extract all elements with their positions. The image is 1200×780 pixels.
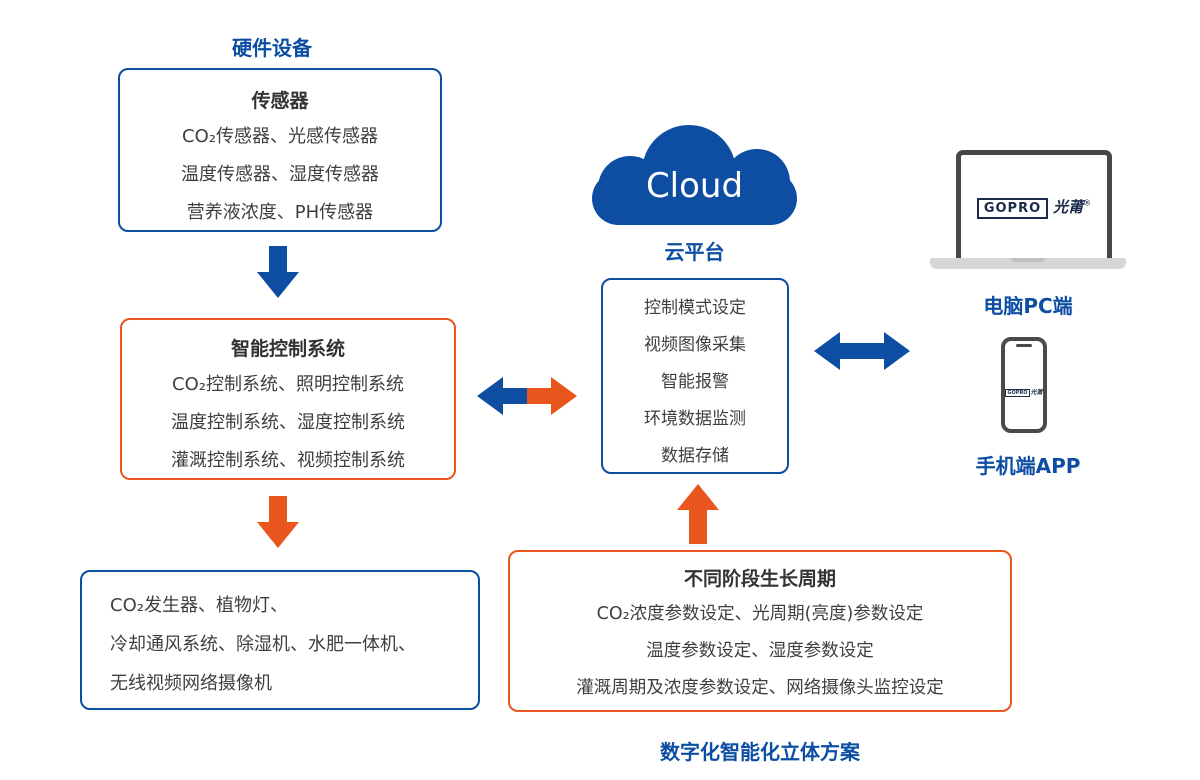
- control-box: 智能控制系统 CO₂控制系统、照明控制系统 温度控制系统、湿度控制系统 灌溉控制…: [120, 318, 456, 480]
- arrow-shaft: [269, 246, 287, 272]
- growth-line-2: 温度参数设定、湿度参数设定: [646, 641, 874, 661]
- arrow-shaft: [689, 510, 707, 544]
- sensor-box-title: 传感器: [251, 90, 309, 112]
- arrow-head-down-icon: [257, 272, 299, 298]
- arrow-platform-clients-bidirectional: [814, 332, 910, 370]
- arrow-head-down-icon: [257, 522, 299, 548]
- arrow-shaft: [269, 496, 287, 522]
- arrow-head-right-icon: [551, 377, 577, 415]
- arrow-control-to-devices: [257, 496, 299, 548]
- arrow-segment-blue: [503, 388, 527, 404]
- arrow-control-platform-bidirectional: [477, 377, 577, 415]
- sensor-line-1: CO₂传感器、光感传感器: [182, 126, 378, 147]
- phone-logo-brand: GOPRO: [1005, 389, 1030, 397]
- platform-box: 控制模式设定 视频图像采集 智能报警 环境数据监测 数据存储: [601, 278, 789, 474]
- platform-line-5: 数据存储: [661, 446, 729, 466]
- hardware-label: 硬件设备: [232, 36, 312, 60]
- gopro-logo-reg: ®: [1083, 198, 1092, 208]
- control-line-2: 温度控制系统、湿度控制系统: [171, 412, 405, 433]
- sensor-line-2: 温度传感器、湿度传感器: [181, 164, 379, 185]
- sensor-box: 传感器 CO₂传感器、光感传感器 温度传感器、湿度传感器 营养液浓度、PH传感器: [118, 68, 442, 232]
- devices-box: CO₂发生器、植物灯、 冷却通风系统、除湿机、水肥一体机、 无线视频网络摄像机: [80, 570, 480, 710]
- control-line-3: 灌溉控制系统、视频控制系统: [171, 450, 405, 471]
- devices-line-2: 冷却通风系统、除湿机、水肥一体机、: [110, 634, 416, 655]
- solution-label: 数字化智能化立体方案: [660, 740, 860, 764]
- cloud-base: [592, 172, 797, 225]
- gopro-logo-cn: 光莆: [1053, 198, 1084, 216]
- control-box-title: 智能控制系统: [230, 338, 345, 360]
- arrow-head-left-icon: [814, 332, 840, 370]
- app-label: 手机端APP: [975, 454, 1081, 478]
- control-line-1: CO₂控制系统、照明控制系统: [172, 374, 404, 395]
- platform-line-2: 视频图像采集: [644, 335, 746, 355]
- gopro-logo-brand: GOPRO: [976, 198, 1049, 219]
- pc-label: 电脑PC端: [983, 294, 1073, 318]
- growth-box-title: 不同阶段生长周期: [683, 568, 836, 590]
- cloud-icon: Cloud: [592, 122, 797, 225]
- platform-line-4: 环境数据监测: [644, 409, 746, 429]
- devices-line-1: CO₂发生器、植物灯、: [110, 595, 288, 616]
- arrow-head-right-icon: [884, 332, 910, 370]
- arrow-segment-blue: [840, 343, 884, 359]
- growth-box: 不同阶段生长周期 CO₂浓度参数设定、光周期(亮度)参数设定 温度参数设定、湿度…: [508, 550, 1012, 712]
- laptop-base: [930, 258, 1126, 269]
- laptop-base-notch: [1011, 258, 1045, 262]
- growth-line-3: 灌溉周期及浓度参数设定、网络摄像头监控设定: [576, 678, 944, 698]
- arrow-head-up-icon: [677, 484, 719, 510]
- devices-line-3: 无线视频网络摄像机: [110, 673, 272, 694]
- sensor-line-3: 营养液浓度、PH传感器: [186, 202, 374, 223]
- cloud-text: Cloud: [645, 166, 744, 206]
- growth-line-1: CO₂浓度参数设定、光周期(亮度)参数设定: [596, 604, 924, 624]
- platform-line-3: 智能报警: [661, 372, 729, 392]
- platform-line-1: 控制模式设定: [644, 298, 746, 318]
- arrow-segment-orange: [527, 388, 551, 404]
- phone-notch: [1016, 344, 1032, 347]
- phone-logo-cn: 光莆: [1030, 389, 1043, 396]
- arrow-head-left-icon: [477, 377, 503, 415]
- arrow-growth-to-platform: [677, 484, 719, 544]
- arrow-sensor-to-control: [257, 246, 299, 298]
- cloud-platform-label: 云平台: [664, 240, 725, 264]
